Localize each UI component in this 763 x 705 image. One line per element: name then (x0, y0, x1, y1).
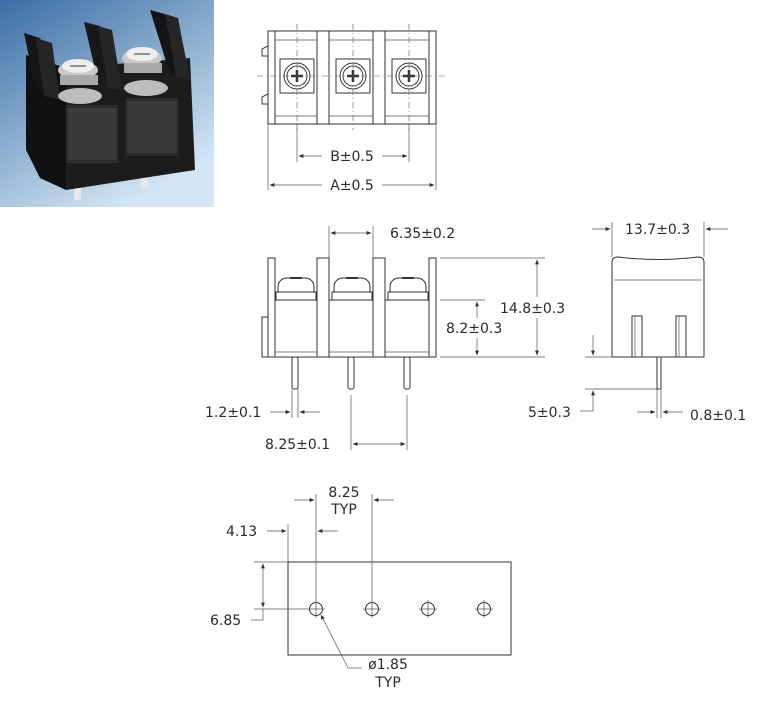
dim-a: A±0.5 (330, 178, 374, 194)
pcb-layout: 8.25 TYP 4.13 6.85 ø1.85 TYP (210, 485, 512, 691)
dim-pitch: 6.35±0.2 (390, 226, 455, 242)
dim-body-height: 8.2±0.3 (446, 321, 502, 337)
top-view: B±0.5 A±0.5 (257, 24, 446, 194)
dim-b: B±0.5 (330, 149, 374, 165)
front-view: 6.35±0.2 14.8±0.3 8.2±0.3 1.2±0.1 8.25±0… (205, 226, 565, 453)
dim-edge-offset: 4.13 (226, 524, 257, 540)
dim-hole-pitch: 8.25 (328, 485, 359, 501)
dim-hole-pitch-note: TYP (330, 502, 357, 518)
front-screws (275, 277, 429, 301)
dim-pin-width: 1.2±0.1 (205, 405, 261, 421)
side-view: 13.7±0.3 5±0.3 0.8±0.1 (528, 222, 746, 424)
dim-height: 14.8±0.3 (500, 301, 565, 317)
dim-depth: 13.7±0.3 (625, 222, 690, 238)
product-photo (0, 0, 214, 207)
dim-hole-diameter: ø1.85 (368, 657, 408, 673)
dim-pin-thickness: 0.8±0.1 (690, 408, 746, 424)
dim-hole-diameter-note: TYP (374, 675, 401, 691)
pcb-holes (307, 600, 493, 618)
dim-row-offset: 6.85 (210, 613, 241, 629)
dim-pin-length: 5±0.3 (528, 405, 571, 421)
dim-pin-pitch: 8.25±0.1 (265, 437, 330, 453)
